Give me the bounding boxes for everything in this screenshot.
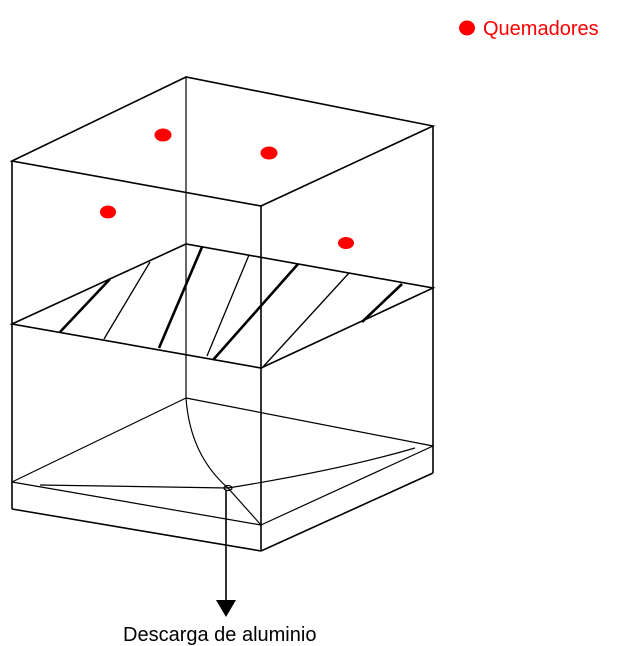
- legend-marker-icon: [459, 20, 475, 36]
- hearth-rim-front-right: [260, 445, 434, 526]
- hearth-rim-back: [11, 397, 187, 483]
- box-bottom-front: [11, 508, 262, 552]
- burner-dot: [260, 146, 278, 160]
- outlet-hole: [223, 484, 233, 492]
- plane-outline: [9, 243, 436, 369]
- hatch-line: [157, 246, 204, 349]
- slope-curve: [227, 447, 416, 489]
- slope-line: [227, 487, 262, 526]
- burners: [100, 128, 354, 249]
- hatch-line: [206, 254, 250, 357]
- hatch-line: [103, 261, 151, 340]
- hatched-plane: [9, 243, 436, 369]
- hatch-line: [59, 278, 111, 333]
- burner-dot: [100, 205, 116, 219]
- legend: Quemadores: [459, 18, 599, 40]
- burner-dot: [338, 237, 354, 249]
- furnace-box: [9, 76, 436, 552]
- slope-curve: [185, 397, 229, 489]
- outlet-arrow-icon: [216, 490, 236, 617]
- box-bottom-right: [260, 472, 434, 552]
- caption: Descarga de aluminio: [123, 624, 316, 646]
- outlet-arrow-head: [216, 600, 236, 617]
- hatch-line: [361, 283, 403, 323]
- hatch-line: [212, 263, 299, 361]
- hearth-rim-front: [11, 481, 262, 526]
- burner-dot: [154, 128, 172, 142]
- legend-label: Quemadores: [483, 18, 599, 40]
- hearth: [11, 397, 434, 526]
- box-top-face: [9, 76, 436, 207]
- slope-line: [39, 484, 229, 489]
- hatch-line: [261, 272, 350, 369]
- hearth-rim-right: [185, 397, 434, 447]
